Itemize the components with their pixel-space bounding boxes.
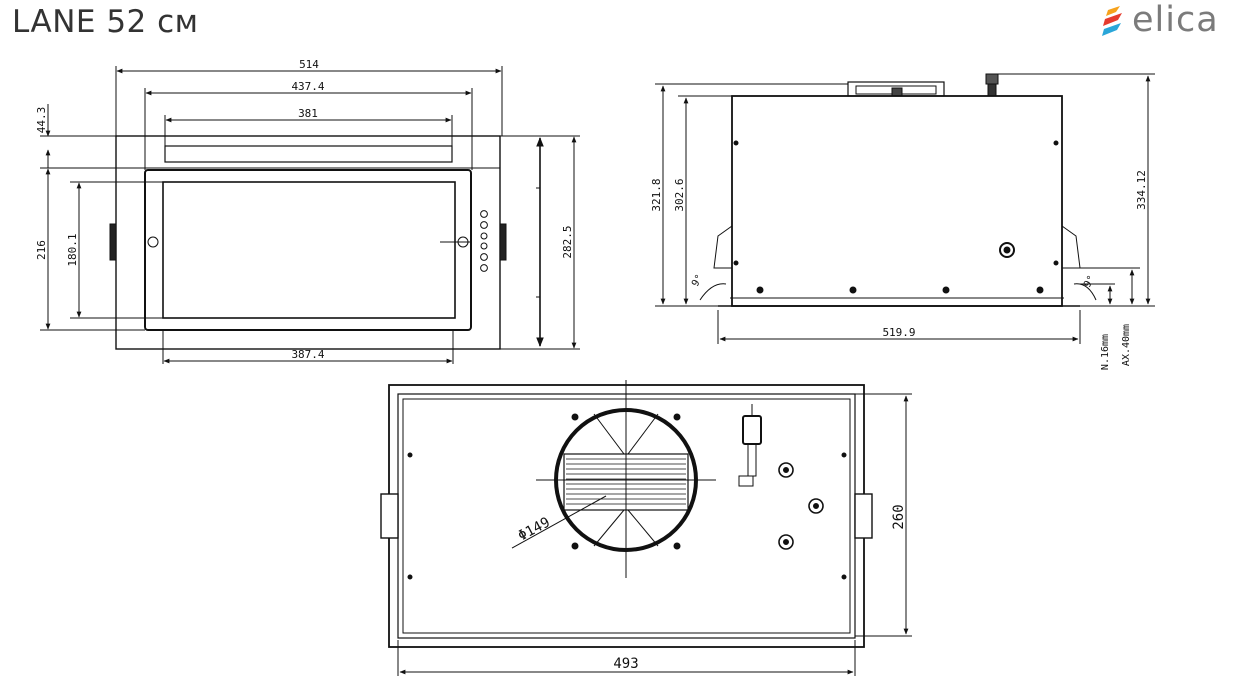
dim-side-height-b: 302.6 (673, 178, 686, 211)
dim-width-inner: 437.4 (291, 80, 324, 93)
page-title: LANE 52 см (12, 4, 199, 40)
gap-max: AX.40mm (1121, 324, 1132, 366)
dim-height-top: 44.3 (35, 107, 48, 134)
dim-side-height-a: 321.8 (650, 178, 663, 211)
elica-flame-icon (1102, 6, 1122, 36)
front-view-labels: 514 437.4 381 387.4 44.3 216 180.1 282.5 (35, 58, 574, 361)
dim-width-total: 514 (299, 58, 319, 71)
angle-left: 9° (690, 273, 706, 289)
side-view (655, 73, 1155, 344)
dim-height-total: 282.5 (561, 225, 574, 258)
side-view-labels: 321.8 302.6 334.12 519.9 9° 9° N.16mm AX… (650, 170, 1148, 370)
dim-height-glass: 180.1 (66, 233, 79, 266)
brand-name: elica (1132, 0, 1219, 40)
gap-min: N.16mm (1100, 334, 1111, 370)
dim-top-width: 493 (613, 656, 638, 672)
brand-logo: elica (1100, 0, 1240, 46)
front-view (40, 66, 580, 364)
dim-width-bottom: 387.4 (291, 348, 324, 361)
top-view (380, 380, 912, 676)
dim-width-top-panel: 381 (298, 107, 318, 120)
dim-top-depth: 260 (891, 504, 907, 529)
angle-right: 9° (1082, 274, 1098, 290)
dim-side-height-total: 334.12 (1135, 170, 1148, 210)
dim-side-width: 519.9 (882, 326, 915, 339)
dim-diameter: Φ149 (515, 514, 552, 544)
dim-height-body: 216 (35, 240, 48, 260)
